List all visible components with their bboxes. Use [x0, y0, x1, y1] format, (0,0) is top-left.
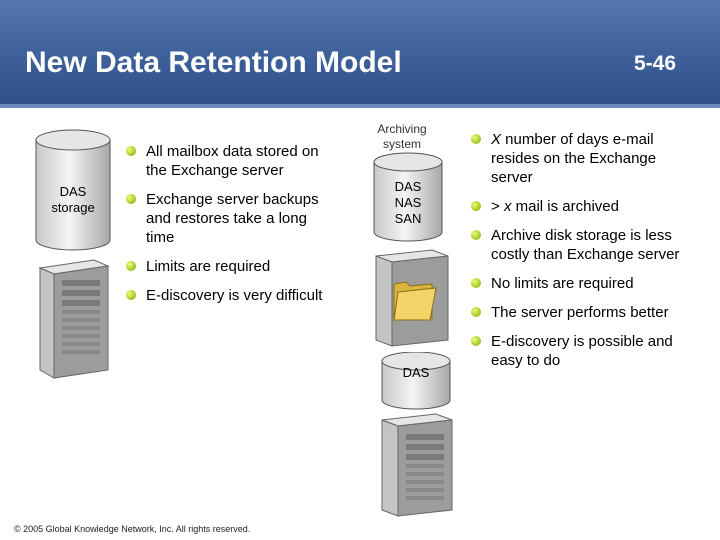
current-model-bullets: All mailbox data stored on the Exchange …	[126, 142, 336, 315]
list-item: Archive disk storage is less costly than…	[471, 226, 701, 264]
das-nas-san-cylinder-icon	[373, 152, 443, 242]
bullet-icon	[126, 194, 136, 204]
bullet-icon	[471, 201, 481, 211]
list-item: Limits are required	[126, 257, 336, 276]
new-model-bullets: X number of days e-mail resides on the E…	[471, 130, 701, 380]
title-bar: New Data Retention Model 5-46	[0, 0, 720, 108]
bullet-icon	[126, 261, 136, 271]
list-item: E-discovery is very difficult	[126, 286, 336, 305]
bullet-icon	[126, 290, 136, 300]
archive-server-icon	[375, 249, 449, 347]
bullet-icon	[471, 230, 481, 240]
list-item: > x mail is archived	[471, 197, 701, 216]
list-item: X number of days e-mail resides on the E…	[471, 130, 701, 187]
exchange-server-icon	[38, 259, 110, 379]
archiving-system-label: Archiving system	[377, 122, 427, 151]
new-exchange-server-icon	[381, 413, 453, 517]
list-item: E-discovery is possible and easy to do	[471, 332, 701, 370]
das-nas-san-label: DAS NAS SAN	[394, 179, 422, 226]
das-cylinder-icon	[381, 352, 451, 410]
header-divider	[0, 104, 720, 108]
list-item: All mailbox data stored on the Exchange …	[126, 142, 336, 180]
das-label: DAS	[402, 365, 430, 380]
bullet-icon	[126, 146, 136, 156]
list-item: The server performs better	[471, 303, 701, 322]
copyright-footer: © 2005 Global Knowledge Network, Inc. Al…	[14, 524, 251, 534]
bullet-icon	[471, 336, 481, 346]
bullet-icon	[471, 307, 481, 317]
slide-title: New Data Retention Model	[25, 46, 402, 79]
bullet-icon	[471, 134, 481, 144]
slide-number: 5-46	[633, 52, 676, 75]
list-item: No limits are required	[471, 274, 701, 293]
folder-icon	[393, 281, 437, 321]
bullet-icon	[471, 278, 481, 288]
das-storage-cylinder-icon	[35, 129, 111, 251]
list-item: Exchange server backups and restores tak…	[126, 190, 336, 247]
das-storage-label: DAS storage	[51, 184, 95, 215]
